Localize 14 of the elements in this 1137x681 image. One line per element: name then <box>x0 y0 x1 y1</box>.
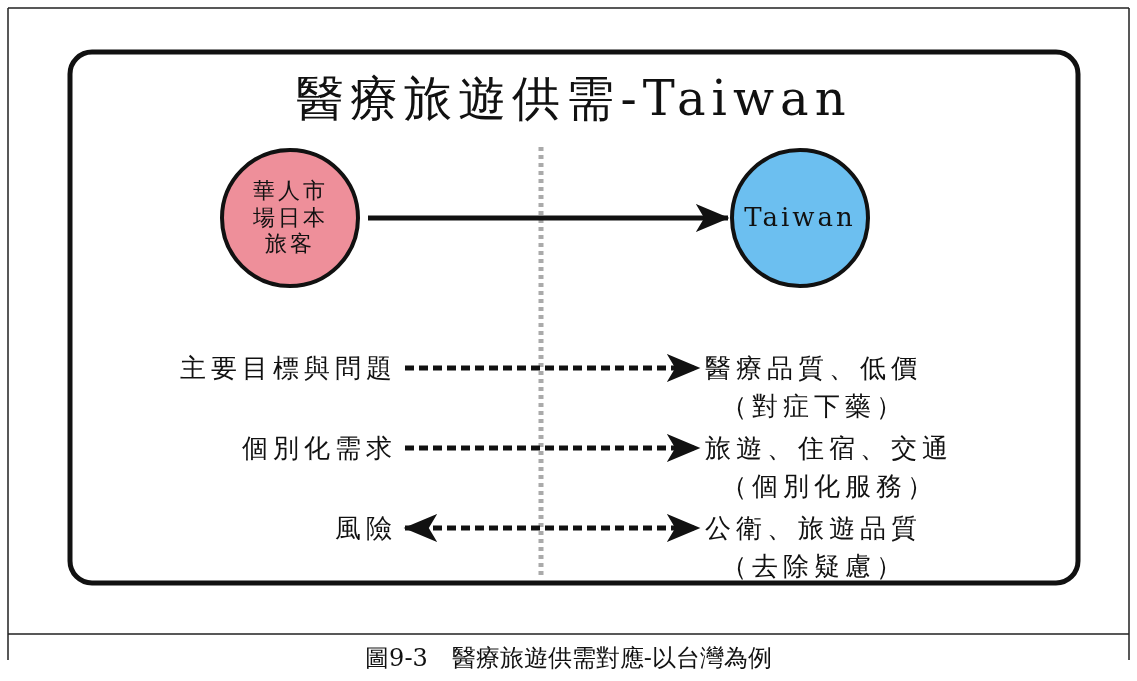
item-label: 風險 <box>335 509 397 547</box>
arrow <box>405 354 701 382</box>
market-circle: 華人市場日本旅客 <box>220 148 360 288</box>
arrow <box>403 514 701 542</box>
destination-circle: Taiwan <box>730 148 870 288</box>
item-label: 個別化需求 <box>242 429 397 467</box>
arrow <box>405 434 701 462</box>
item-label: 主要目標與問題 <box>180 349 397 387</box>
response-text: 醫療品質、低價 （對症下藥） <box>705 349 922 425</box>
response-text: 公衛、旅遊品質 （去除疑慮） <box>705 509 922 585</box>
arrow <box>368 204 730 232</box>
caption: 圖9-3 醫療旅遊供需對應-以台灣為例 <box>364 643 773 673</box>
response-text: 旅遊、住宿、交通 （個別化服務） <box>705 429 953 505</box>
title: 醫療旅遊供需-Taiwan <box>295 70 853 126</box>
